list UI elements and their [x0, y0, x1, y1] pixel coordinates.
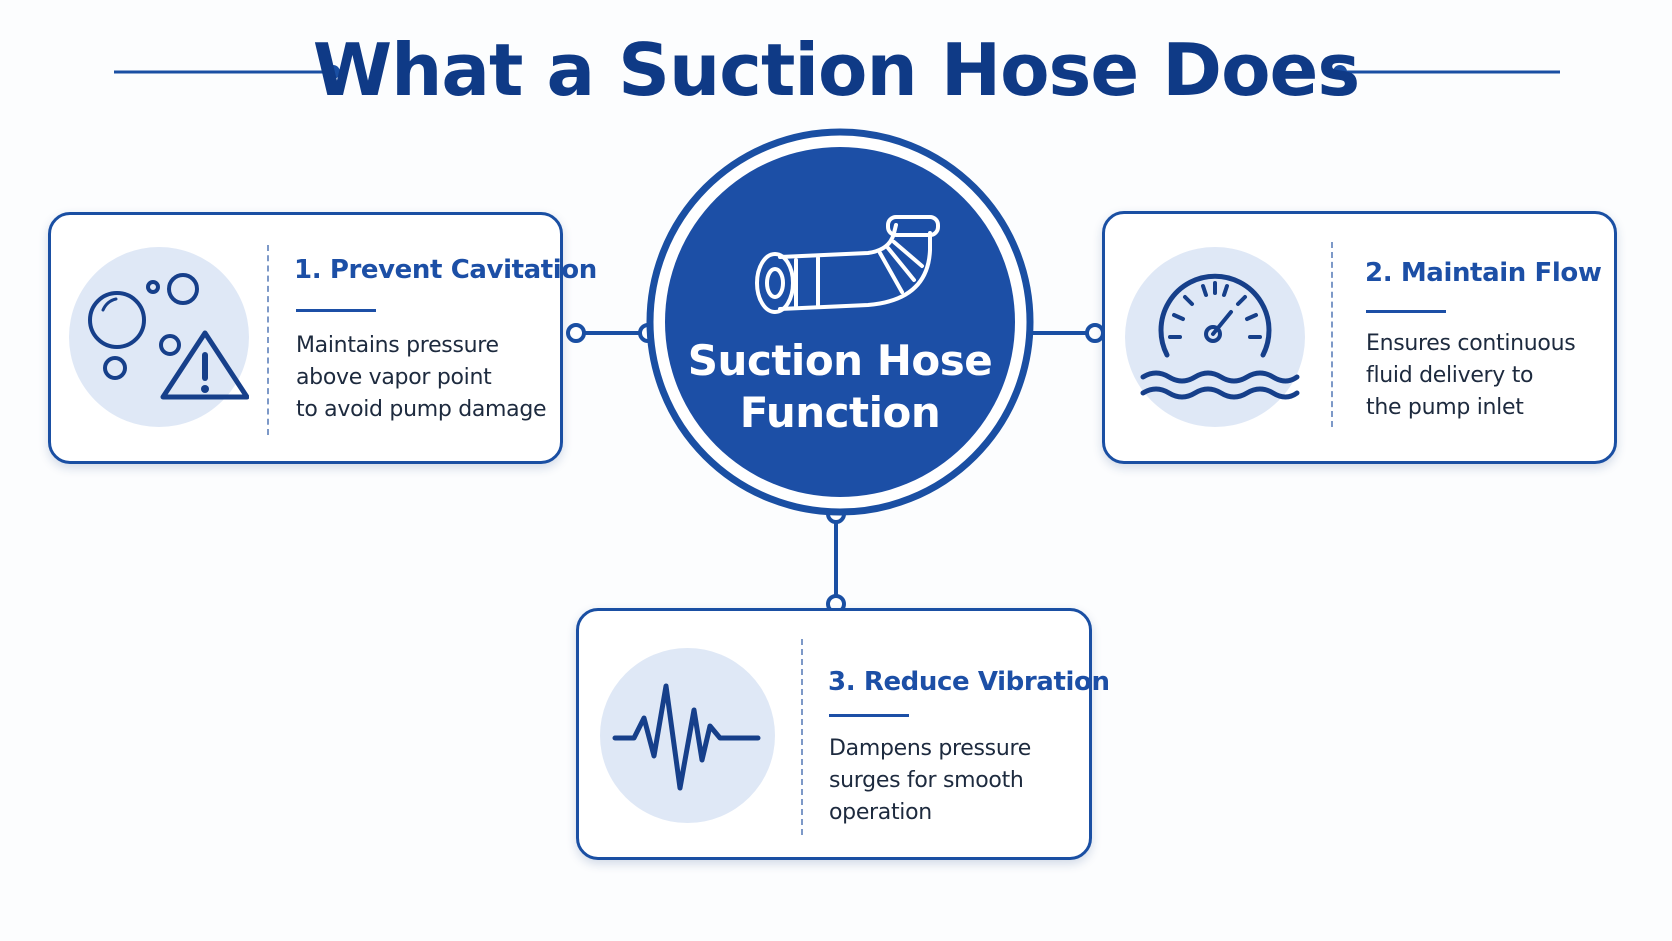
card-line: Maintains pressure	[296, 333, 499, 358]
card-line: operation	[829, 800, 932, 825]
center-label-line2: Function	[739, 388, 941, 437]
page-title: What a Suction Hose Does	[312, 28, 1360, 112]
title-line-right	[1333, 65, 1560, 79]
center-label-line1: Suction Hose	[687, 336, 993, 385]
card-title: 3. Reduce Vibration	[828, 667, 1110, 697]
card-line: fluid delivery to	[1366, 363, 1534, 388]
card-title: 2. Maintain Flow	[1365, 258, 1602, 288]
card-divider	[1331, 242, 1333, 427]
card-description: Dampens pressure surges for smooth opera…	[829, 733, 1031, 829]
card-line: above vapor point	[296, 365, 492, 390]
card-description: Ensures continuous fluid delivery to the…	[1366, 328, 1576, 424]
bubbles-warning-icon	[69, 247, 249, 427]
center-label: Suction Hose Function	[640, 335, 1040, 439]
card-divider	[801, 639, 803, 835]
card-title-underline	[1366, 310, 1446, 313]
card-maintain-flow: 2. Maintain Flow Ensures continuous flui…	[1102, 211, 1617, 464]
card-reduce-vibration: 3. Reduce Vibration Dampens pressure sur…	[576, 608, 1110, 860]
card-description: Maintains pressure above vapor point to …	[296, 330, 547, 426]
card-line: to avoid pump damage	[296, 397, 547, 422]
title-line-left	[114, 65, 340, 79]
card-line: the pump inlet	[1366, 395, 1524, 420]
hose-elbow-icon	[755, 215, 940, 314]
card-line: surges for smooth	[829, 768, 1024, 793]
card-title-underline	[829, 714, 909, 717]
gauge-waves-icon	[1125, 247, 1305, 427]
card-divider	[267, 245, 269, 435]
card-title: 1. Prevent Cavitation	[294, 255, 597, 285]
pulse-wave-icon	[600, 648, 775, 823]
card-line: Ensures continuous	[1366, 331, 1576, 356]
card-title-underline	[296, 309, 376, 312]
card-prevent-cavitation: 1. Prevent Cavitation Maintains pressure…	[48, 212, 597, 464]
card-line: Dampens pressure	[829, 736, 1031, 761]
